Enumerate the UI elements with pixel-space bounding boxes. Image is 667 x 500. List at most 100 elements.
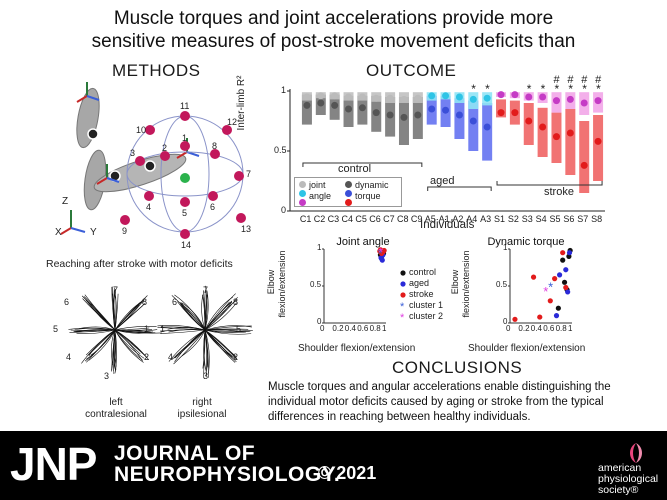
scatter-x-tick-label: 0.4: [530, 324, 542, 333]
home-target: [180, 173, 190, 183]
x-tick-label: S2: [507, 214, 519, 224]
stroke-point: [377, 247, 384, 253]
traj-right-number: 3: [203, 371, 209, 381]
target-number-5: 5: [182, 208, 188, 218]
legend-joint: joint: [309, 180, 326, 190]
stroke-point: [563, 284, 569, 291]
outcome-chart: [287, 89, 605, 212]
target-number-4: 4: [146, 202, 152, 212]
x-tick-label: S3: [521, 214, 533, 224]
stroke-bracket: [496, 181, 603, 186]
journal-of: JOURNAL OF: [114, 442, 256, 465]
trajectory-path: [180, 303, 206, 331]
control-bracket: [302, 162, 423, 167]
reach-target: [160, 151, 170, 161]
trajectory-path: [114, 329, 156, 333]
angle-median-point: [428, 92, 436, 100]
trajectory-path: [204, 290, 209, 331]
x-tick-label: C7: [383, 214, 395, 224]
scatter-legend-aged: aged: [409, 278, 430, 288]
legend-torque-red: [345, 199, 352, 206]
target-number-14: 14: [181, 240, 192, 250]
right-caption-2: ipsilesional: [177, 409, 227, 420]
trajectory-path: [88, 329, 116, 361]
target-number-11: 11: [180, 101, 190, 111]
scatter-x-tick-label: 0.6: [357, 324, 369, 333]
angle-median-point: [455, 93, 463, 101]
torque-median-point: [566, 129, 574, 137]
trajectory-path: [179, 329, 206, 355]
neurophysiology: NEUROPHYSIOLOGY.: [114, 463, 341, 486]
trajectory-plots: [68, 285, 253, 378]
scatter-x-tick-label: 0.4: [344, 324, 356, 333]
control-point: [560, 257, 566, 263]
y-tick-label: 0: [281, 205, 287, 215]
angle-median-point: [345, 93, 353, 101]
target-number-6: 6: [210, 202, 216, 212]
x-tick-label: S5: [549, 214, 561, 224]
torque-range-bar: [496, 99, 507, 118]
trajectory-path: [204, 329, 209, 378]
traj-right-number: 2: [233, 352, 239, 362]
torque-median-point: [525, 117, 533, 125]
torque-range-bar: [482, 103, 493, 161]
x-tick-label: A1: [438, 214, 450, 224]
trajectory-path: [86, 329, 116, 360]
torque-median-point: [358, 104, 366, 112]
y-tick-label: 0.5: [274, 145, 287, 155]
axis-z-label: Z: [62, 196, 69, 207]
hash-marker: #: [567, 74, 574, 86]
reach-target: [144, 191, 154, 201]
star-marker: *: [485, 82, 490, 96]
trajectory-path: [114, 329, 143, 362]
traj-right-number: 5: [236, 324, 242, 334]
trajectory-path: [180, 304, 206, 331]
legend-stroke-marker: [400, 292, 406, 298]
methods-diagram: [60, 82, 246, 239]
reach-target: [145, 125, 155, 135]
joint-chart-title: Joint angle: [336, 236, 390, 248]
control-point: [561, 279, 568, 285]
torque-median-point: [386, 111, 394, 119]
x-tick-label: S6: [563, 214, 575, 224]
aps-line-3: society®: [598, 484, 639, 496]
reach-target: [236, 213, 246, 223]
star-marker: *: [554, 82, 560, 96]
trajectory-path: [70, 329, 116, 331]
trajectory-path: [113, 329, 116, 371]
torque-median-point: [455, 111, 463, 119]
star-marker: *: [568, 82, 573, 96]
torque-median-point: [580, 161, 588, 169]
x-tick-label: C5: [355, 214, 367, 224]
trajectory-path: [84, 329, 116, 362]
axis-y-label: Y: [90, 227, 97, 238]
trajectory-path: [181, 329, 206, 357]
legend-joint-cyan: [299, 190, 306, 197]
angle-median-point: [497, 91, 505, 99]
x-tick-label: C4: [341, 214, 354, 224]
trajectory-path: [204, 329, 253, 331]
reach-target: [208, 191, 218, 201]
angle-median-point: [358, 93, 366, 101]
control-point: [555, 305, 561, 311]
methods-caption: Reaching after stroke with motor deficit…: [46, 258, 233, 270]
x-tick-label: C2: [313, 214, 326, 224]
torque-median-point: [539, 123, 547, 131]
trajectory-path: [86, 329, 116, 363]
torque-median-point: [331, 101, 339, 109]
trajectory-path: [114, 329, 148, 359]
trajectory-path: [204, 329, 233, 358]
traj-left-number: 4: [66, 352, 72, 362]
trajectory-path: [174, 329, 206, 359]
torque-median-point: [317, 99, 325, 107]
angle-median-point: [386, 94, 394, 102]
cluster-marker: *: [543, 284, 548, 299]
scatter-x-tick-label: 1: [568, 324, 573, 333]
scatter-x-tick-label: 0.8: [555, 324, 567, 333]
trajectory-path: [180, 301, 206, 331]
torque-range-bar: [579, 121, 590, 193]
trajectory-path: [111, 329, 116, 372]
x-tick-label: A2: [452, 214, 464, 224]
star-marker: *: [596, 82, 601, 96]
angle-median-point: [372, 94, 380, 102]
